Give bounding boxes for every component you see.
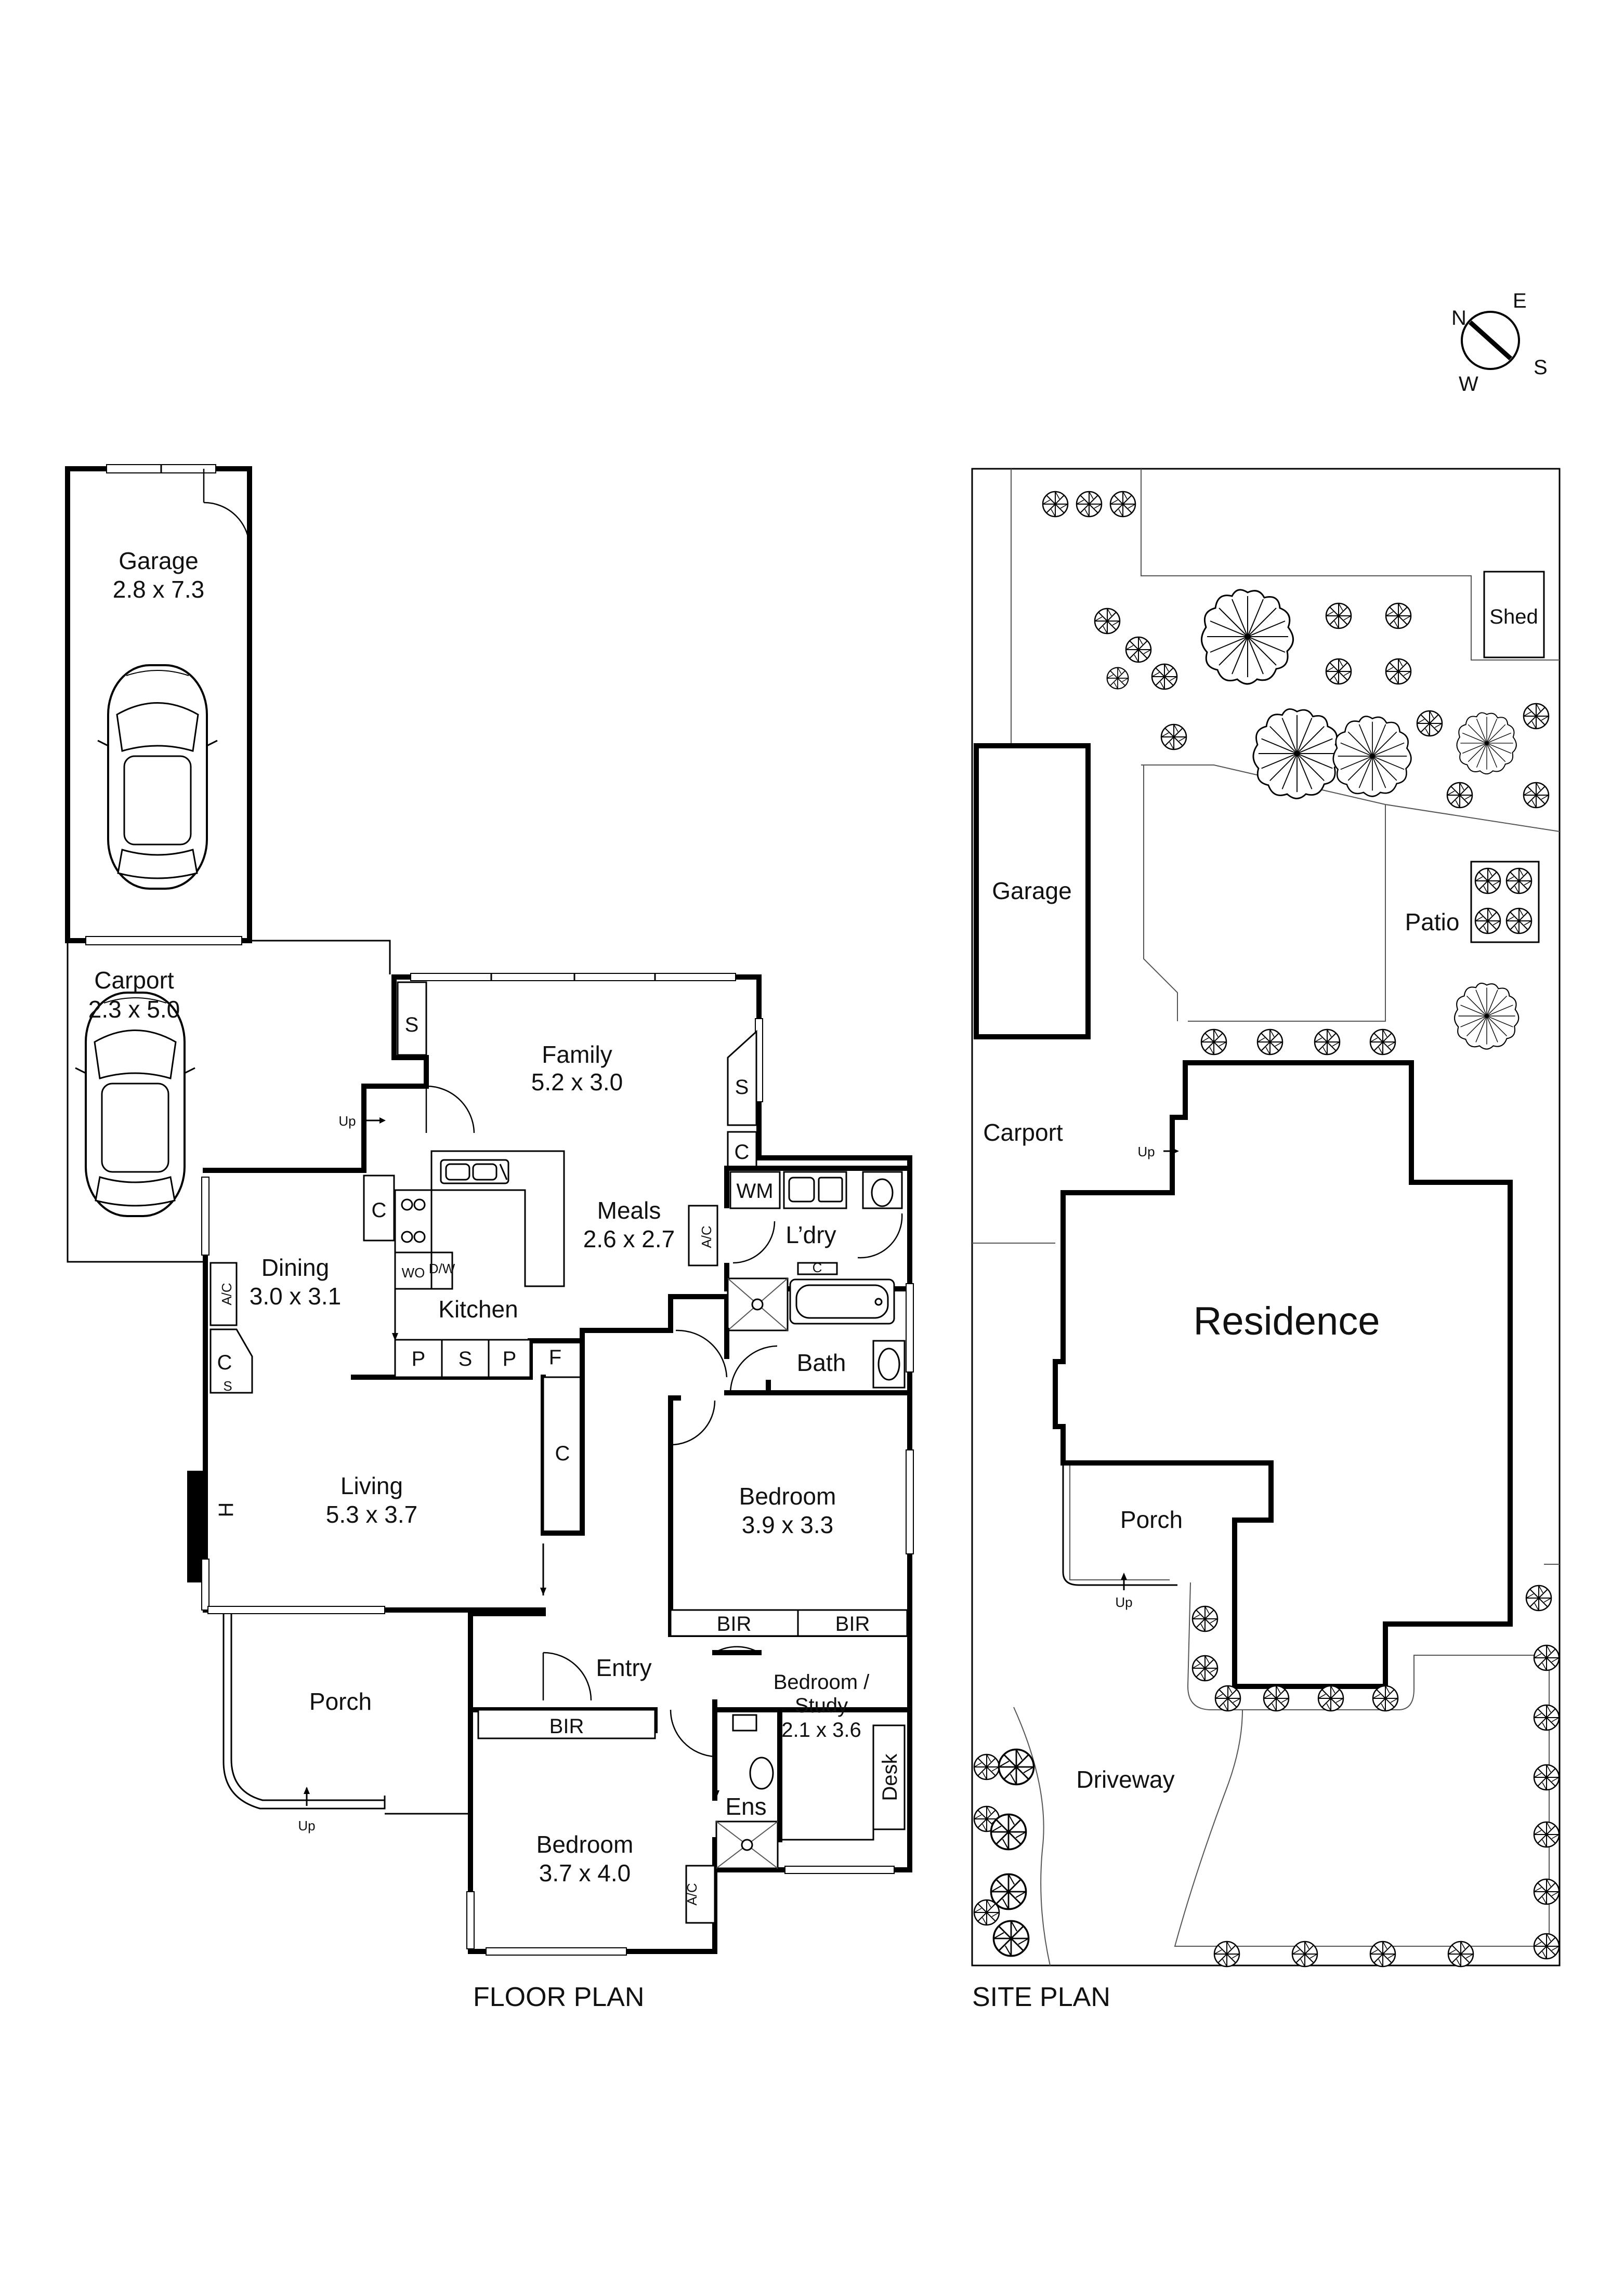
site-plan-title: SITE PLAN [972, 1982, 1110, 2012]
bedroom1-name: Bedroom [739, 1483, 836, 1510]
site-garage-label: Garage [992, 877, 1071, 904]
shed-label: Shed [1489, 605, 1538, 628]
desk-label: Desk [879, 1753, 901, 1801]
family-dims: 5.2 x 3.0 [531, 1068, 623, 1096]
living-name: Living [340, 1472, 403, 1499]
ac-label: A/C [219, 1283, 234, 1305]
cupboard-label: C [813, 1260, 822, 1275]
family-name: Family [542, 1041, 612, 1068]
wall-oven-label: WO [402, 1265, 425, 1281]
carport-name: Carport [94, 967, 174, 994]
storage-label: S [459, 1348, 473, 1370]
residence-outline [1053, 1060, 1513, 1689]
floor-plan-title: FLOOR PLAN [473, 1982, 644, 2012]
cupboard-label: C [555, 1442, 570, 1465]
garage-room: Garage 2.8 x 7.3 [65, 464, 252, 945]
storage-label: S [223, 1378, 232, 1394]
kitchen-name: Kitchen [438, 1296, 518, 1323]
bath-name: Bath [797, 1349, 846, 1376]
carport-area: Carport 2.3 x 5.0 [67, 940, 391, 1263]
fridge-label: F [549, 1346, 561, 1369]
porch-name: Porch [309, 1688, 372, 1715]
washing-machine-label: WM [736, 1180, 773, 1203]
meals-dims: 2.6 x 2.7 [583, 1225, 675, 1252]
compass-north-label: N [1451, 307, 1466, 329]
study-name: Bedroom / [774, 1671, 870, 1694]
site-boundary [971, 468, 1561, 1967]
study-dims: 2.1 x 3.6 [781, 1719, 861, 1741]
cooktop [394, 1189, 433, 1253]
site-garage [974, 743, 1091, 1039]
bir-label: BIR [549, 1715, 584, 1738]
storage-label: S [735, 1076, 749, 1099]
garage-name: Garage [119, 547, 198, 574]
shed [1483, 571, 1545, 658]
up-label: Up [298, 1818, 315, 1833]
cupboard-label: C [217, 1351, 232, 1374]
carport-dims: 2.3 x 5.0 [88, 996, 180, 1023]
site-carport-label: Carport [983, 1119, 1063, 1146]
cupboard-label: C [735, 1141, 750, 1164]
bedroom2-name: Bedroom [536, 1831, 634, 1858]
compass-east-label: E [1513, 289, 1527, 312]
compass: N E S W [1451, 289, 1548, 395]
up-label: Up [338, 1113, 356, 1129]
window [410, 973, 736, 981]
ac-label: A/C [699, 1225, 714, 1248]
shrub-icon [990, 667, 1129, 1957]
bedroom1-dims: 3.9 x 3.3 [742, 1511, 833, 1538]
living-dims: 5.3 x 3.7 [326, 1501, 417, 1528]
dining-dims: 3.0 x 3.1 [250, 1283, 341, 1310]
heater-label: H [215, 1502, 238, 1518]
storage-label: S [405, 1013, 419, 1036]
garage-dims: 2.8 x 7.3 [113, 576, 204, 603]
laundry-name: L’dry [785, 1221, 836, 1248]
dining-name: Dining [261, 1254, 329, 1281]
site-porch-label: Porch [1120, 1506, 1183, 1533]
car-icon [74, 992, 196, 1217]
driveway-label: Driveway [1076, 1766, 1174, 1793]
entry-name: Entry [596, 1654, 651, 1681]
patio-label: Patio [1405, 908, 1460, 935]
site-up-label: Up [1115, 1594, 1132, 1610]
cupboard-label: C [372, 1199, 387, 1222]
compass-west-label: W [1459, 373, 1478, 395]
pantry-label: P [503, 1348, 517, 1370]
pantry-label: P [412, 1348, 426, 1370]
ensuite-name: Ens [725, 1793, 766, 1820]
bedroom2-dims: 3.7 x 4.0 [539, 1859, 631, 1886]
bir-label: BIR [717, 1613, 752, 1635]
compass-south-label: S [1534, 356, 1548, 379]
compass-needle [1468, 320, 1513, 361]
bir-label: BIR [835, 1613, 870, 1635]
study-name-2: Study [795, 1694, 848, 1717]
floor-plan: Garage 2.8 x 7.3 Carport 2.3 x 5.0 S S F… [65, 464, 914, 2012]
site-up-label: Up [1137, 1144, 1155, 1159]
ac-label: A/C [684, 1883, 700, 1905]
site-plan: Shed Garage Patio Carport Residence Up P… [971, 468, 1561, 2012]
dishwasher-label: D/W [429, 1261, 455, 1276]
meals-name: Meals [597, 1197, 661, 1224]
car-icon [97, 664, 218, 890]
porch-outline [222, 1614, 386, 1810]
residence-label: Residence [1193, 1299, 1380, 1343]
